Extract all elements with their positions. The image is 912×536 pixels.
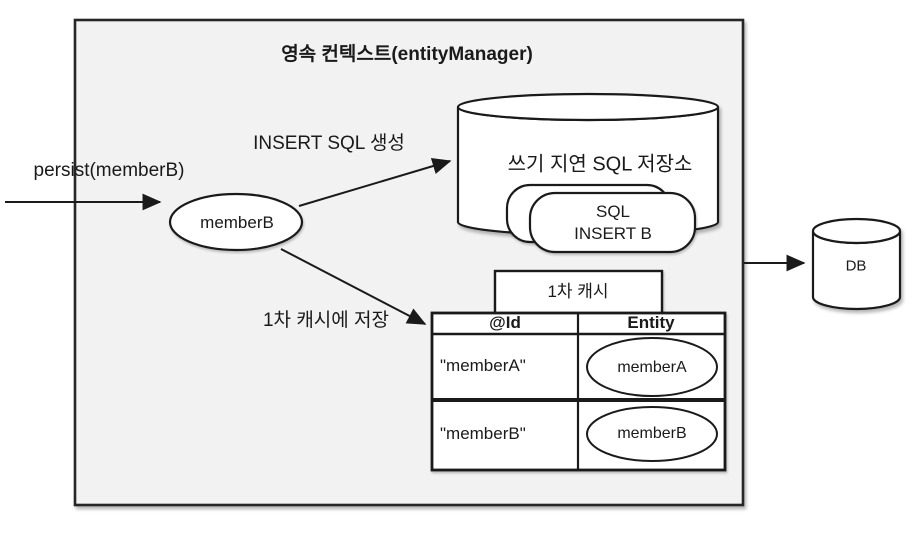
persist-label: persist(memberB) <box>33 160 185 182</box>
sql-card-line1: SQL <box>595 202 631 222</box>
first-cache-arrow <box>280 248 427 325</box>
sql-card-front <box>528 191 697 254</box>
cache-col-entity: Entity <box>627 313 675 333</box>
cache-row-entity: memberB <box>617 424 687 442</box>
first-cache-tab-label: 1차 캐시 <box>547 282 609 302</box>
first-cache-store-label: 1차 캐시에 저장 <box>262 310 390 332</box>
db-label: DB <box>845 257 867 275</box>
cache-col-id: @Id <box>489 313 521 333</box>
cache-row-id: "memberA" <box>440 356 526 376</box>
sql-card-line2: INSERT B <box>574 224 652 244</box>
insert-sql-label: INSERT SQL 생성 <box>253 133 405 155</box>
member-b-ellipse <box>168 192 304 252</box>
cache-member-a-ellipse <box>586 337 718 397</box>
cache-row-id: "memberB" <box>440 424 526 444</box>
cache-row-entity: memberA <box>617 358 687 376</box>
insert-sql-arrow <box>298 157 452 207</box>
cache-member-b-ellipse <box>586 406 718 462</box>
sql-store-title: 쓰기 지연 SQL 저장소 <box>507 153 693 176</box>
db-cylinder <box>811 217 902 311</box>
context-title: 영속 컨텍스트(entityManager) <box>281 44 533 66</box>
member-b-label: memberB <box>200 213 274 233</box>
